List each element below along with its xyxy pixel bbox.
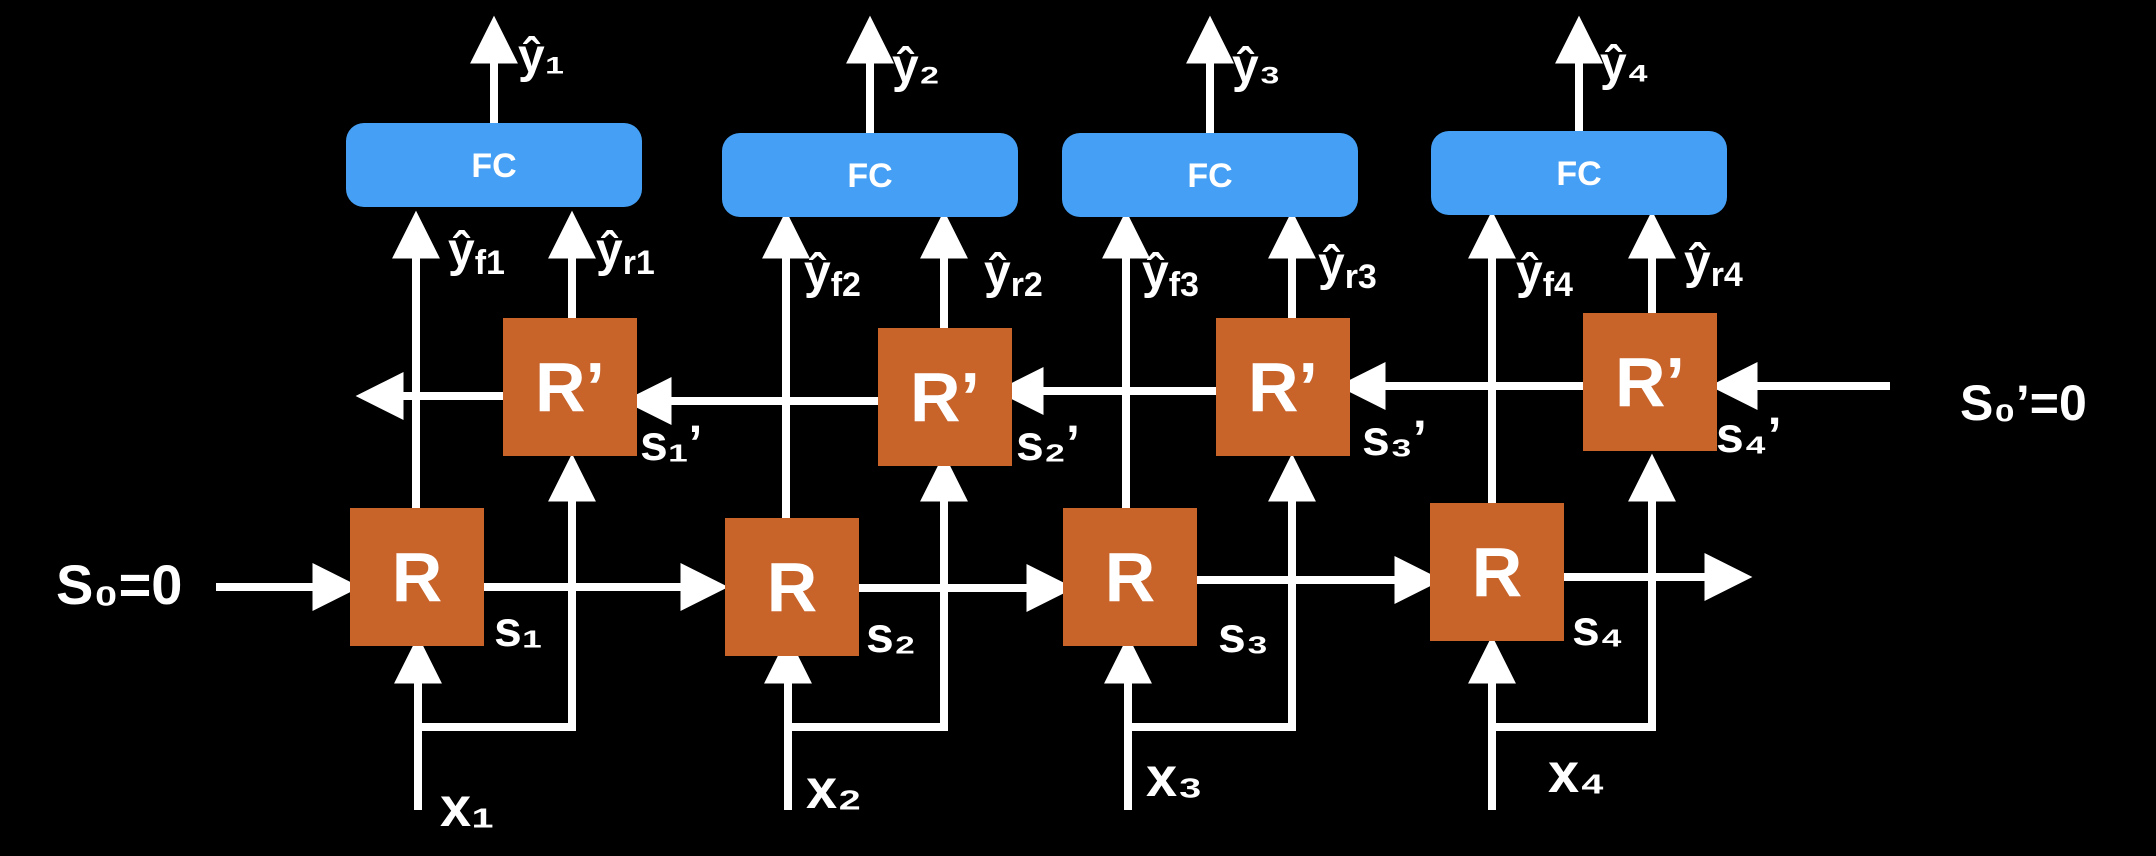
fc-layer-3 (1062, 133, 1358, 217)
backward-output-label-2-subscript: r2 (1011, 266, 1043, 304)
forward-output-label-4-subscript: f4 (1543, 266, 1573, 304)
backward-output-label-4-subscript: r4 (1711, 256, 1743, 294)
backward-output-label-3-subscript: r3 (1345, 258, 1377, 296)
backward-state-label-1: s₁’ (640, 415, 702, 471)
forward-output-label-1-subscript: f1 (475, 244, 505, 282)
backward-cell-label-2: R’ (910, 358, 980, 436)
backward-state-label-4: s₄’ (1716, 407, 1782, 463)
forward-output-label-3-main: ŷ (1142, 246, 1169, 299)
backward-output-label-3: ŷr3 (1318, 238, 1377, 296)
input-label-2: x₂ (806, 757, 862, 820)
backward-state-label-3: s₃’ (1362, 410, 1427, 466)
forward-cell-label-2: R (767, 548, 818, 626)
backward-output-label-1-main: ŷ (596, 224, 623, 277)
output-label-3: ŷ₃ (1232, 40, 1281, 93)
backward-cell-label-1: R’ (535, 348, 605, 426)
forward-cell-3 (1063, 508, 1197, 646)
boxes-layer (346, 123, 1727, 656)
input-label-4: x₄ (1548, 741, 1606, 804)
forward-cell-1 (350, 508, 484, 646)
backward-cell-4 (1583, 313, 1717, 451)
forward-state-label-1: s₁ (494, 601, 543, 657)
backward-output-label-4-main: ŷ (1684, 236, 1711, 289)
backward-initial-state: S₀’=0 (1960, 375, 2087, 431)
input-label-3: x₃ (1146, 745, 1203, 808)
input-label-1: x₁ (440, 775, 494, 838)
backward-cell-label-4: R’ (1615, 343, 1685, 421)
forward-output-label-3: ŷf3 (1142, 246, 1199, 304)
forward-output-label-2: ŷf2 (804, 246, 861, 304)
backward-output-label-3-main: ŷ (1318, 238, 1345, 291)
forward-output-label-3-subscript: f3 (1169, 266, 1199, 304)
forward-cell-label-3: R (1105, 538, 1156, 616)
backward-cell-3 (1216, 318, 1350, 456)
arrows-layer (216, 15, 1890, 810)
forward-output-label-4: ŷf4 (1516, 246, 1573, 304)
backward-output-label-2: ŷr2 (984, 246, 1043, 304)
backward-output-label-4: ŷr4 (1684, 236, 1743, 294)
backward-output-label-2-main: ŷ (984, 246, 1011, 299)
fc-layer-2 (722, 133, 1018, 217)
forward-state-label-4: s₄ (1572, 600, 1624, 656)
forward-output-label-4-main: ŷ (1516, 246, 1543, 299)
forward-output-label-1: ŷf1 (448, 224, 505, 282)
forward-output-label-2-main: ŷ (804, 246, 831, 299)
forward-state-label-2: s₂ (866, 607, 916, 663)
output-label-2: ŷ₂ (892, 40, 940, 93)
fc-layer-4 (1431, 131, 1727, 215)
output-label-1: ŷ₁ (518, 30, 565, 83)
forward-state-label-3: s₃ (1218, 607, 1269, 663)
forward-cell-label-1: R (392, 538, 443, 616)
forward-initial-state: S₀=0 (56, 553, 182, 616)
fc-layer-1 (346, 123, 642, 207)
backward-output-label-1-subscript: r1 (623, 244, 655, 282)
backward-state-label-2: s₂’ (1016, 415, 1080, 471)
fc-label-2: FC (847, 157, 892, 195)
backward-output-label-1: ŷr1 (596, 224, 655, 282)
forward-output-label-1-main: ŷ (448, 224, 475, 277)
backward-cell-label-3: R’ (1248, 348, 1318, 426)
backward-cell-2 (878, 328, 1012, 466)
forward-cell-label-4: R (1472, 533, 1523, 611)
backward-cell-1 (503, 318, 637, 456)
fc-label-4: FC (1556, 155, 1601, 193)
fc-label-3: FC (1187, 157, 1232, 195)
output-label-4: ŷ₄ (1600, 38, 1650, 91)
forward-cell-2 (725, 518, 859, 656)
fc-label-1: FC (471, 147, 516, 185)
forward-cell-4 (1430, 503, 1564, 641)
forward-output-label-2-subscript: f2 (831, 266, 861, 304)
